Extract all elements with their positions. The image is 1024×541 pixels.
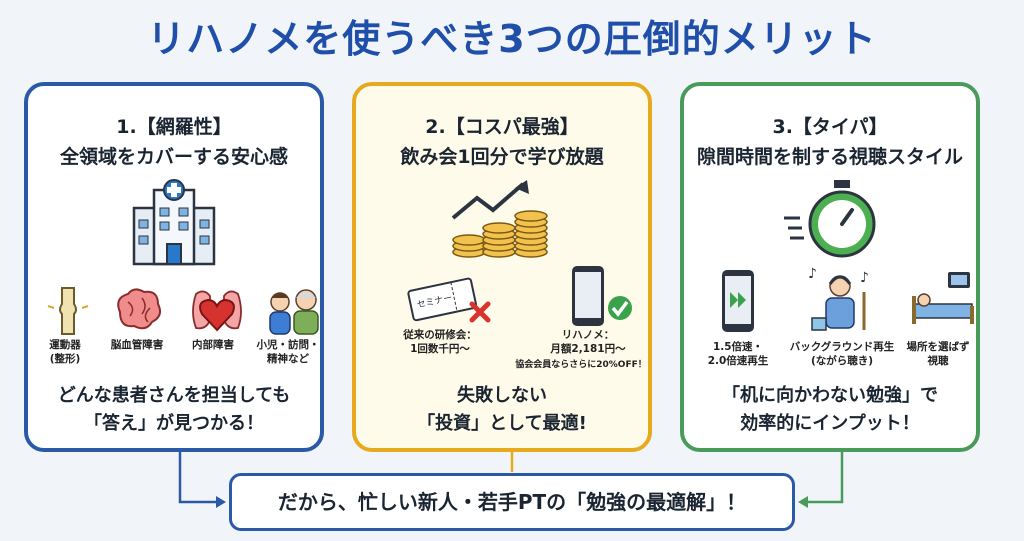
card-subheading: 隙間時間を制する視聴スタイル [696,146,963,168]
card-heading: 3.【タイパ】 [772,116,888,138]
hospital-icon [132,179,216,266]
brain-icon [117,288,161,330]
heart-lungs-icon [192,290,242,332]
conclusion-line2: 効率的にインプット！ [740,413,920,434]
stopwatch-icon [784,180,876,258]
card-cost-performance: 2.【コスパ最強】 飲み会1回分で学び放題 セミナー 従来の研修会：1回数千円〜… [352,82,652,452]
fast-forward-phone-icon [722,270,754,332]
card-conclusion: どんな患者さんを担当しても 「答え」が見つかる！ [28,382,320,438]
item-label-cerebrovascular: 脳血管障害 [110,339,164,351]
item-label-pediatric: 小児・訪問・精神など [256,339,320,365]
item-label-rehanome-price: リハノメ：月額2,181円〜 [550,329,626,355]
item-label-internal: 内部障害 [192,339,234,351]
card-heading: 2.【コスパ最強】 [425,116,579,138]
conclusion-line2: 「答え」が見つかる！ [84,413,264,434]
arrow-right [802,452,844,504]
card-time-performance: 3.【タイパ】 隙間時間を制する視聴スタイル ♪♪ 1.5倍速・2.0倍速再生 … [680,82,980,452]
item-label-conventional: 従来の研修会：1回数千円〜 [403,329,477,355]
bed-tv-icon [912,272,974,324]
item-label-background-play: バックグラウンド再生(ながら聴き) [789,341,895,367]
conclusion-line1: 失敗しない [457,385,547,406]
discount-note: 協会会員ならさらに20%OFF！ [515,360,647,370]
item-label-anywhere: 場所を選ばず視聴 [906,341,970,367]
card-coverage: 1.【網羅性】 全領域をカバーする安心感 運動器(整形) 脳血管障 [24,82,324,452]
card-subheading: 全領域をカバーする安心感 [59,146,288,168]
conclusion-line2: 「投資」として最適! [417,413,587,434]
coins-growth-icon [451,180,548,258]
smartphone-check-icon [572,266,632,326]
conclusion-line1: どんな患者さんを担当しても [57,385,291,406]
item-label-orthopedic: 運動器(整形) [49,339,81,365]
card-conclusion: 失敗しない 「投資」として最適! [356,382,648,438]
arrow-left [178,452,222,504]
card-conclusion: 「机に向かわない勉強」で 効率的にインプット！ [684,382,976,438]
listening-cleaning-icon: ♪♪ [808,266,869,331]
seminar-ticket-icon: セミナー [407,277,491,323]
item-label-speed-playback: 1.5倍速・2.0倍速再生 [707,341,769,367]
svg-text:♪: ♪ [860,270,869,286]
svg-text:♪: ♪ [808,266,817,282]
card-subheading: 飲み会1回分で学び放題 [400,146,604,168]
conclusion-banner: だから、忙しい新人・若手PTの「勉強の最適解」！ [229,473,795,531]
page-title: リハノメを使うべき3つの圧倒的メリット [147,17,877,61]
card-heading: 1.【網羅性】 [116,116,232,138]
conclusion-line1: 「机に向かわない勉強」で [722,385,938,406]
knee-joint-icon [47,287,89,335]
child-elderly-icon [269,289,319,335]
